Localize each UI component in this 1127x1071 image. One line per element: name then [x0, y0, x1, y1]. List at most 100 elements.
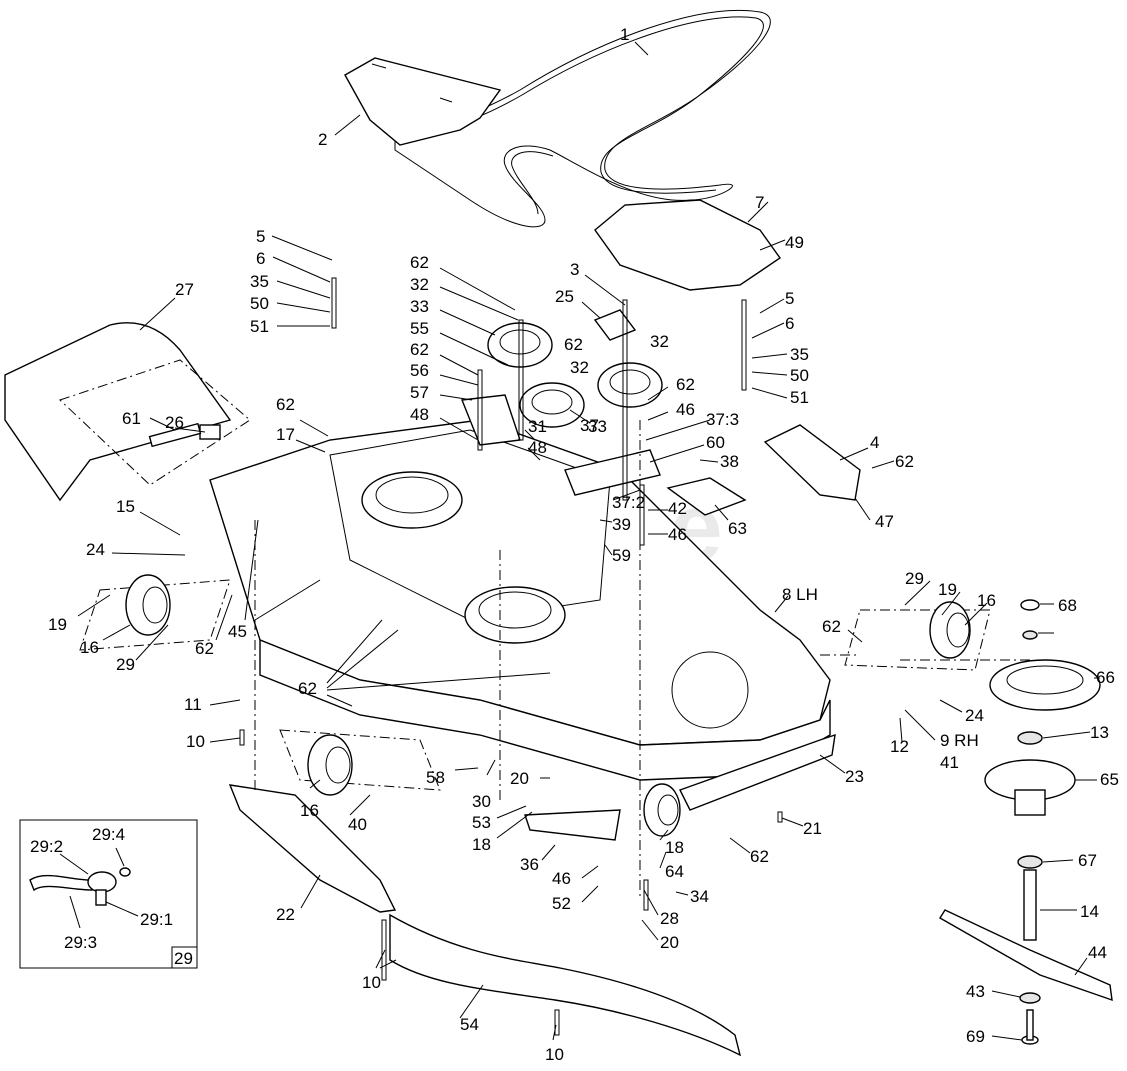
- callout-39: 42: [668, 499, 687, 518]
- drive-belt: [394, 9, 771, 228]
- callout-32-a: 32: [410, 275, 429, 294]
- callout-labels: 1 2 3 4 5 6 35 50 51 27 62 32 33 55 62 5…: [48, 25, 1119, 1064]
- callout-34: 21: [803, 819, 822, 838]
- callout-50-b: 50: [790, 366, 809, 385]
- callout-54: 31: [528, 417, 547, 436]
- callout-64: 34: [690, 887, 709, 906]
- callout-20: 53: [472, 813, 491, 832]
- callout-69: 68: [1058, 596, 1077, 615]
- callout-62-c: 62: [276, 395, 295, 414]
- callout-57-a: 48: [410, 405, 429, 424]
- inset-label-29-2: 29:2: [30, 837, 63, 856]
- spindle-washer: [1017, 731, 1043, 745]
- spindle-pulley: [989, 659, 1101, 711]
- callout-36-b: 46: [676, 400, 695, 419]
- callout-28: 64: [665, 862, 684, 881]
- deck-pulley-center: [464, 586, 566, 644]
- callout-62-a: 62: [410, 253, 429, 272]
- callout-56: 57: [410, 383, 429, 402]
- callout-48: 25: [555, 287, 574, 306]
- callout-43: 69: [966, 1027, 985, 1046]
- callout-13: 65: [1100, 770, 1119, 789]
- callout-47: 49: [785, 233, 804, 252]
- gauge-wheel-right: [929, 601, 971, 659]
- callout-52-b: 28: [660, 909, 679, 928]
- callout-6-b: 6: [785, 314, 794, 333]
- inset-fitting: [87, 871, 117, 893]
- inset-label-29-4: 29:4: [92, 825, 125, 844]
- spindle-shaft: [1023, 869, 1037, 941]
- callout-38: 39: [612, 515, 631, 534]
- callout-62-g: 62: [564, 335, 583, 354]
- callout-61: 17: [276, 425, 295, 444]
- callout-59: 63: [728, 519, 747, 538]
- callout-16-b: 29: [905, 569, 924, 588]
- callout-15-a: 24: [86, 540, 105, 559]
- callout-62-e: 62: [298, 679, 317, 698]
- baffle-23: [228, 784, 397, 913]
- callout-18: 40: [348, 815, 367, 834]
- mower-blade: [939, 909, 1113, 1002]
- gauge-wheel-front: [307, 734, 353, 796]
- callout-53-a: 18: [472, 835, 491, 854]
- callout-49: 7: [755, 193, 764, 212]
- callout-33-a: 33: [410, 297, 429, 316]
- callout-53-b: 18: [665, 838, 684, 857]
- callout-32-c: 32: [650, 332, 669, 351]
- discharge-deflector: [4, 322, 232, 502]
- callout-35-b: 35: [790, 345, 809, 364]
- callout-27: 27: [175, 280, 194, 299]
- callout-8-lh: 9 RH: [940, 731, 979, 750]
- callout-23: 22: [276, 905, 295, 924]
- callout-44: 43: [966, 982, 985, 1001]
- callout-35: 35: [250, 272, 269, 291]
- belt-shield-left: [344, 57, 502, 146]
- callout-45: 11: [184, 695, 202, 714]
- callout-60: 38: [720, 452, 739, 471]
- callout-26: 61: [122, 409, 141, 428]
- callout-21: 23: [845, 767, 864, 786]
- callout-51: 51: [250, 317, 269, 336]
- callout-42: 59: [612, 546, 631, 565]
- callout-11-a: 10: [186, 732, 205, 751]
- callout-37-2: 37:3: [706, 410, 739, 429]
- inset-label-29-1: 29:1: [140, 910, 173, 929]
- inset-hose: [29, 874, 93, 892]
- gauge-wheel-left: [125, 574, 171, 636]
- callout-30-b: 20: [660, 933, 679, 952]
- callout-24-b: 19: [938, 580, 957, 599]
- deck-pulley-left: [361, 471, 463, 529]
- callout-37-3: 60: [706, 433, 725, 452]
- callout-57-b: 48: [528, 438, 547, 457]
- callout-46: 52: [552, 894, 571, 913]
- callout-17: 15: [116, 497, 135, 516]
- callout-67: 14: [1080, 902, 1099, 921]
- callout-62-j: 62: [822, 617, 841, 636]
- callout-19-a: 16: [80, 638, 99, 657]
- skirt-22: [389, 913, 742, 1057]
- plate-40: [524, 809, 621, 841]
- leader-lines: [77, 41, 1100, 1041]
- callout-36-c: 46: [668, 525, 687, 544]
- callout-7: 8 LH: [782, 585, 818, 604]
- callout-5: 5: [256, 227, 265, 246]
- callout-12: 66: [1096, 668, 1115, 687]
- callout-65: 67: [1078, 851, 1097, 870]
- callout-25: 26: [165, 413, 184, 432]
- callout-15-b: 24: [965, 706, 984, 725]
- idler-arm: [564, 449, 661, 496]
- callout-36-a: 46: [552, 869, 571, 888]
- callout-30-a: 20: [510, 769, 529, 788]
- callout-19-c: 16: [977, 591, 996, 610]
- inset-box-label: 29: [174, 949, 193, 968]
- callout-9-rh: 41: [940, 753, 959, 772]
- inset-box: [19, 819, 198, 969]
- callout-16-a: 29: [116, 655, 135, 674]
- callout-2: 2: [318, 130, 327, 149]
- callout-4: 4: [870, 433, 879, 452]
- callout-41: 12: [890, 737, 909, 756]
- callout-58: 30: [472, 792, 491, 811]
- callout-29: 45: [228, 622, 247, 641]
- callout-63: 47: [875, 512, 894, 531]
